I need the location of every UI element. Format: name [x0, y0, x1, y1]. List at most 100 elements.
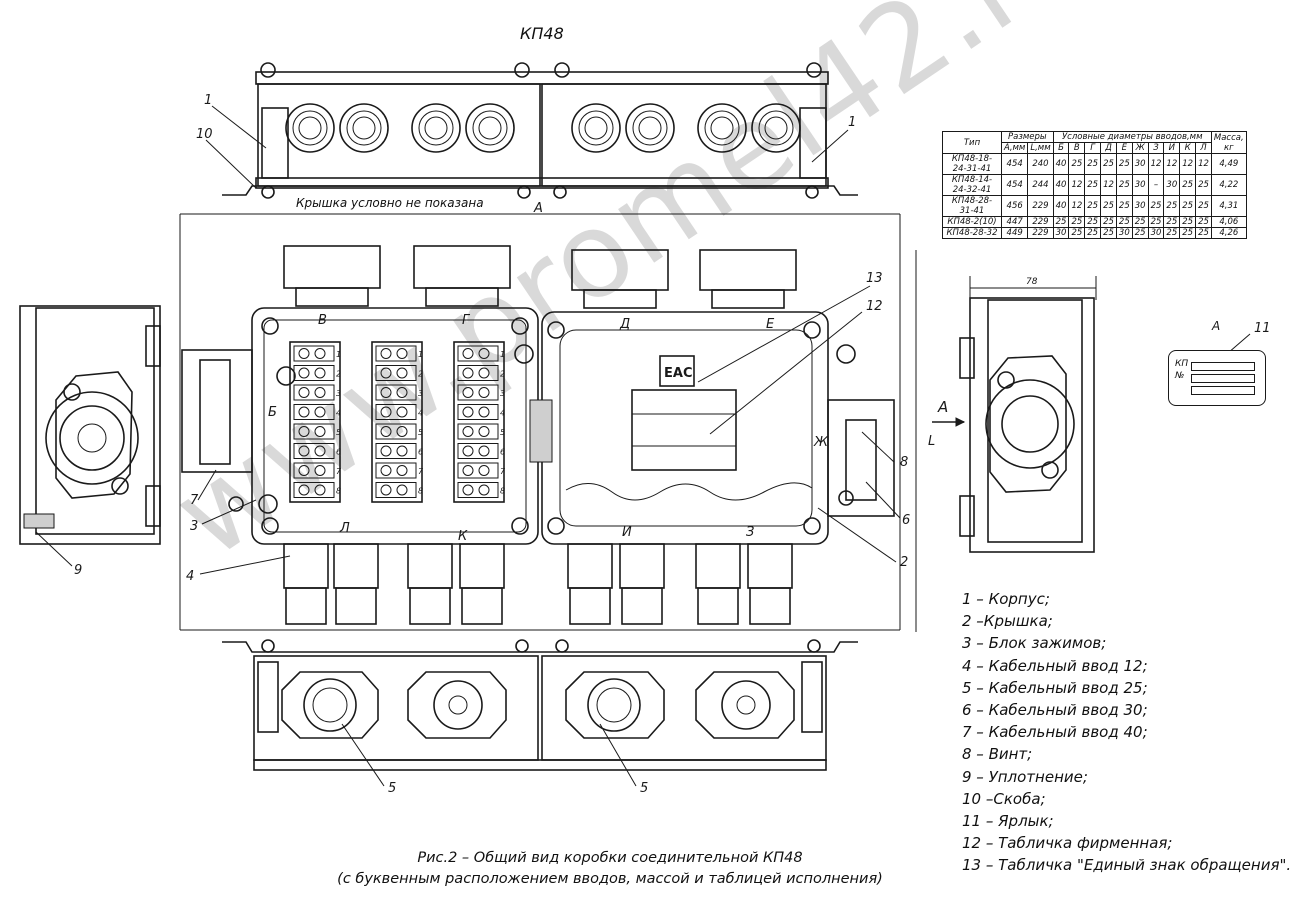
- spec-cell: 244: [1027, 174, 1054, 196]
- bottom-flanges: [261, 639, 821, 739]
- terminal-clamp: [293, 462, 335, 479]
- right-side-view: 78 А: [959, 276, 1220, 553]
- legend-item: 10 –Скоба;: [962, 789, 1046, 808]
- terminal-screw: [380, 348, 392, 359]
- terminal-clamp: [457, 365, 499, 381]
- terminal-screw: [314, 445, 326, 457]
- caption-line-1: Рис.2 – Общий вид коробки соединительной…: [417, 850, 803, 866]
- terminal-screw: [380, 367, 392, 379]
- figure-caption: Рис.2 – Общий вид коробки соединительной…: [300, 848, 920, 890]
- terminal-screw: [298, 426, 310, 437]
- th-entry: Б: [1052, 142, 1070, 154]
- spec-cell: 40: [1052, 195, 1070, 217]
- legend-item: 7 – Кабельный ввод 40;: [962, 723, 1148, 742]
- terminal-number: 6: [336, 448, 341, 457]
- terminal-clamp: [375, 365, 417, 381]
- terminal-screw: [298, 348, 310, 359]
- spec-cell: 4,06: [1210, 216, 1247, 228]
- entry-letter-z: З: [746, 525, 754, 540]
- terminal-screw: [478, 367, 490, 379]
- spec-cell: КП48-28-32: [942, 227, 1002, 239]
- spec-cell: 25: [1179, 216, 1197, 228]
- spec-cell: 30: [1131, 174, 1149, 196]
- legend-item: 3 – Блок зажимов;: [962, 634, 1107, 653]
- terminal-screw: [380, 484, 392, 496]
- entry-letter-i: И: [622, 525, 632, 540]
- terminal-screw: [380, 426, 392, 437]
- terminal-clamp: [457, 345, 499, 362]
- legend: 1 – Корпус; 2 –Крышка; 3 – Блок зажимов;…: [962, 588, 1291, 877]
- th-type: Тип: [942, 131, 1002, 154]
- terminal-clamp: [293, 345, 335, 362]
- legend-item: 8 – Винт;: [962, 745, 1033, 764]
- terminal-screw: [462, 465, 474, 476]
- spec-cell: 25: [1068, 153, 1086, 175]
- terminal-screw: [478, 445, 490, 457]
- legend-item: 6 – Кабельный ввод 30;: [962, 701, 1148, 720]
- terminal-screw: [396, 406, 408, 418]
- terminal-clamp: [375, 482, 417, 498]
- spec-cell: 449: [1000, 227, 1029, 239]
- terminal-number: 4: [418, 409, 423, 418]
- th-diameters: Условные диаметры вводов,мм: [1052, 131, 1212, 143]
- callout-11: 11: [1254, 321, 1271, 336]
- th-entry: З: [1147, 142, 1165, 154]
- terminal-clamp: [293, 384, 335, 401]
- spec-cell: 30: [1163, 174, 1181, 196]
- terminal-clamp: [375, 423, 417, 440]
- spec-cell: 25: [1131, 216, 1149, 228]
- entry-letter-l: Л: [339, 521, 350, 536]
- terminal-screw: [298, 406, 310, 418]
- spec-cell: 25: [1195, 227, 1212, 239]
- spec-cell: 25: [1131, 227, 1149, 239]
- callout-7: 7: [190, 493, 199, 508]
- spec-cell: 229: [1027, 227, 1054, 239]
- terminal-clamp: [457, 404, 499, 420]
- spec-cell: КП48-18-24-31-41: [942, 153, 1002, 175]
- cover-note: Крышка условно не показана: [296, 196, 484, 210]
- terminal-clamp: [457, 384, 499, 401]
- spec-cell: 30: [1131, 195, 1149, 217]
- terminal-screw: [314, 484, 326, 496]
- dimension-l-label: L: [928, 434, 935, 449]
- terminal-screw: [380, 445, 392, 457]
- terminal-number: 8: [500, 487, 505, 496]
- callout-3: 3: [190, 519, 198, 534]
- terminal-screw: [314, 367, 326, 379]
- callout-5b: 5: [640, 781, 648, 796]
- left-side-view: [19, 305, 161, 545]
- terminal-number: 1: [418, 350, 423, 359]
- spec-cell: 30: [1131, 153, 1149, 175]
- nameplate-no: №: [1175, 371, 1185, 381]
- drawing-title: КП48: [520, 24, 564, 43]
- dimension-a-label: А: [533, 201, 543, 216]
- terminal-screw: [396, 484, 408, 496]
- terminal-screw: [314, 426, 326, 437]
- terminal-screw: [298, 445, 310, 457]
- spec-cell: 229: [1027, 216, 1054, 228]
- leader-lines: [35, 105, 1251, 787]
- view-arrow-label: А: [937, 398, 948, 416]
- spec-cell: 25: [1115, 174, 1133, 196]
- spec-cell: 25: [1084, 195, 1102, 217]
- terminal-number: 3: [500, 389, 505, 398]
- legend-item: 9 – Уплотнение;: [962, 767, 1088, 786]
- terminal-number: 2: [418, 370, 423, 379]
- terminal-number: 6: [418, 448, 423, 457]
- terminal-clamp: [457, 482, 499, 498]
- terminal-clamp: [457, 423, 499, 440]
- spec-cell: КП48-28-31-41: [942, 195, 1002, 217]
- spec-cell: 25: [1084, 227, 1102, 239]
- terminal-screw: [396, 387, 408, 398]
- terminal-clamp: [293, 443, 335, 459]
- spec-cell: 12: [1163, 153, 1181, 175]
- th-a: А,мм: [1000, 142, 1029, 154]
- terminal-screw: [380, 387, 392, 398]
- dimension-lines: А L: [179, 201, 935, 632]
- entry-letter-k: К: [458, 529, 468, 544]
- spec-cell: 447: [1000, 216, 1029, 228]
